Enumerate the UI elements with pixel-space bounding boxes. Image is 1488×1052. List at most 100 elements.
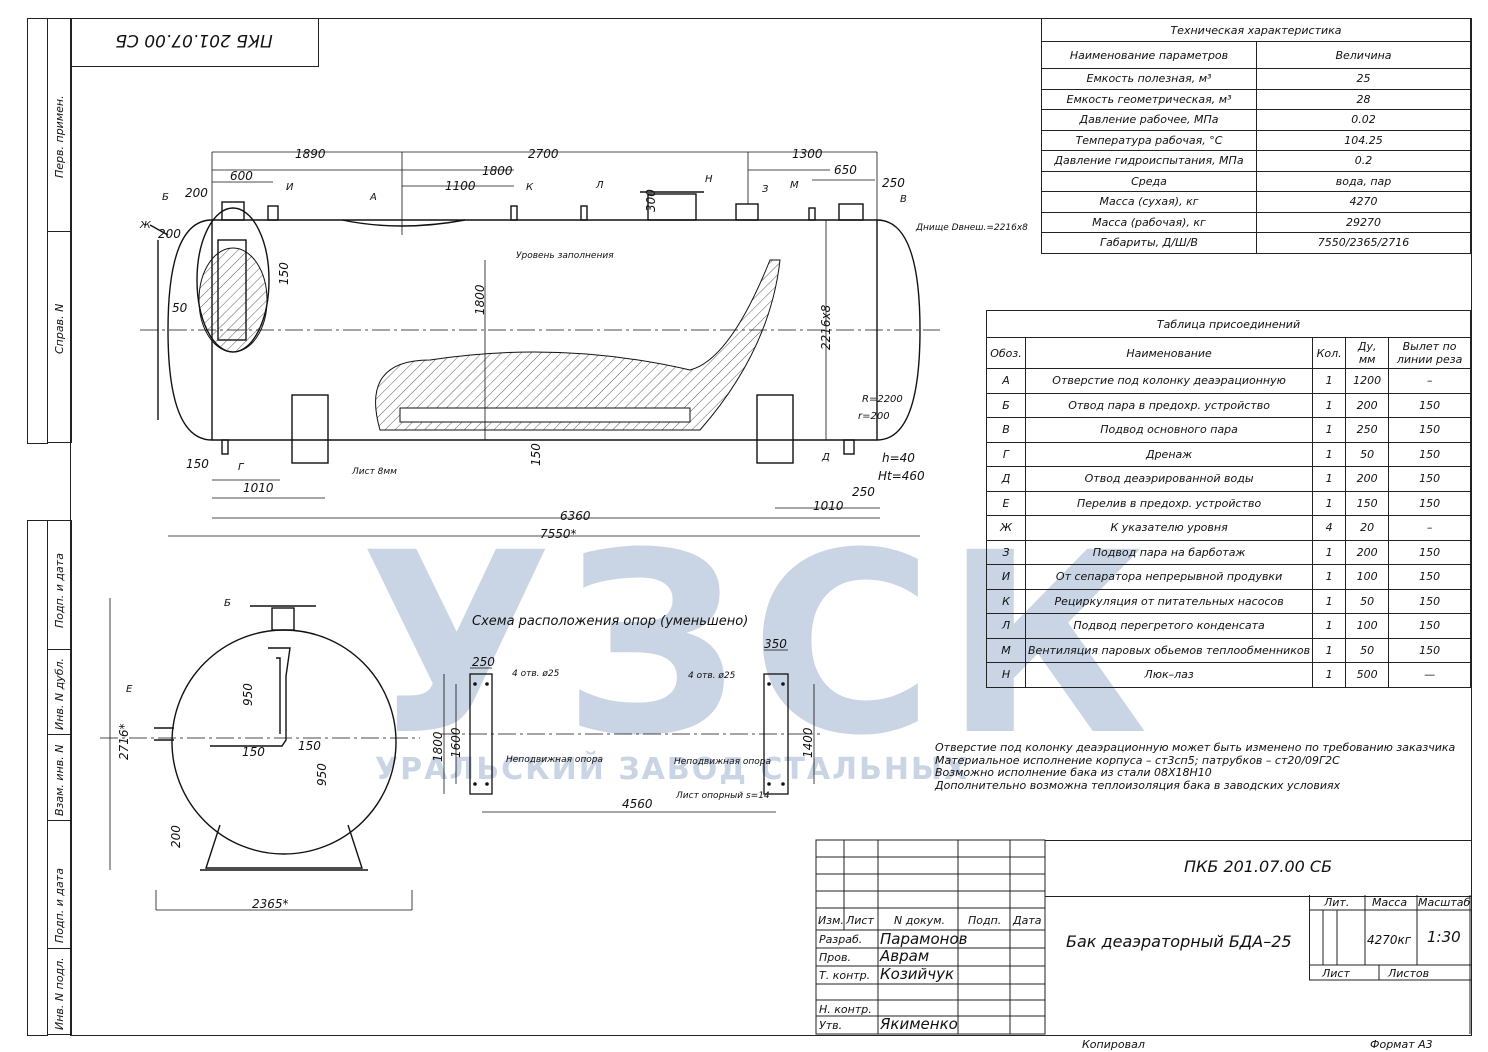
- note: Материальное исполнение корпуса – ст3сп5…: [935, 753, 1340, 767]
- label-Z: З: [762, 184, 769, 195]
- label-G: Г: [238, 462, 245, 473]
- dim-6360: 6360: [560, 509, 591, 523]
- end-dim-200: 200: [169, 825, 183, 848]
- col-data: Дата: [1013, 914, 1042, 927]
- conn-title: Таблица присоединений: [986, 310, 1471, 338]
- end-dim-150-a: 150: [298, 739, 321, 753]
- footer-copied: Копировал: [1082, 1038, 1145, 1051]
- col-podp: Подп.: [968, 914, 1002, 927]
- end-view: Б Е 950 950 150 150 200 2716* 2365*: [100, 598, 420, 911]
- dim-ht: Ht=460: [878, 469, 925, 483]
- label-list8: Лист 8мм: [351, 467, 397, 477]
- dim-2700: 2700: [528, 147, 559, 161]
- end-dim-150-b: 150: [242, 745, 265, 759]
- end-dim-950-b: 950: [315, 763, 329, 786]
- strip-perv: Перв. примен.: [53, 95, 66, 178]
- sup-fixed: Неподвижная опора: [506, 755, 603, 765]
- notes: Отверстие под колонку деаэрационную може…: [935, 741, 1455, 792]
- stamp-mass: Масса: [1372, 896, 1408, 909]
- dim-r2200: R=2200: [862, 394, 903, 405]
- dim-1300: 1300: [792, 147, 823, 161]
- connections-table: Таблица присоединений Обоз. Наименование…: [986, 310, 1471, 688]
- tech-table: Техническая характеристика Наименование …: [1041, 18, 1471, 254]
- dim-1890: 1890: [295, 147, 326, 161]
- dim-2216: 2216х8: [819, 304, 833, 350]
- sup-dim-1600: 1600: [449, 727, 463, 758]
- dim-7550: 7550*: [540, 527, 577, 541]
- col-izm: Изм.: [818, 914, 844, 927]
- tech-header-name: Наименование параметров: [1041, 41, 1257, 69]
- dim-600: 600: [230, 169, 253, 183]
- dim-1010-a: 1010: [243, 481, 274, 495]
- label-Zh: Ж: [139, 220, 152, 231]
- stamp: Изм. Лист N докум. Подп. Дата Разраб. Па…: [815, 839, 1472, 1035]
- sup-dim-1800: 1800: [431, 731, 445, 762]
- dim-1800-top: 1800: [482, 164, 513, 178]
- watermark-text: УРАЛЬСКИЙ ЗАВОД СТАЛЬНЫХ: [375, 752, 970, 787]
- note: Возможно исполнение бака из стали 08Х18Н…: [935, 766, 1212, 779]
- tech-header-value: Величина: [1256, 41, 1471, 69]
- conn-h-obo: Обоз.: [986, 337, 1026, 369]
- stamp-scale-value: 1:30: [1427, 928, 1461, 946]
- conn-h-kol: Кол.: [1312, 337, 1347, 369]
- dim-250-a: 250: [882, 176, 905, 190]
- end-label-E: Е: [126, 684, 133, 695]
- sup-holes-1: 4 отв. ø25: [512, 669, 560, 679]
- stamp-sheets: Листов: [1388, 967, 1430, 980]
- dim-650: 650: [834, 163, 857, 177]
- note: Дополнительно возможна теплоизоляция бак…: [935, 778, 1341, 792]
- dim-150-b: 150: [186, 457, 209, 471]
- conn-h-name: Наименование: [1024, 337, 1314, 369]
- strip-vzam: Взам. инв. N: [53, 745, 66, 816]
- role-utv: Утв.: [819, 1019, 843, 1032]
- footer-format: Формат А3: [1370, 1038, 1433, 1051]
- dim-50: 50: [172, 301, 188, 315]
- dim-300: 300: [644, 189, 658, 212]
- label-D: Д: [821, 452, 830, 463]
- strip-inv-dubl: Инв. N дубл.: [53, 658, 66, 730]
- conn-h-vylet: Вылет по линии реза: [1388, 337, 1471, 369]
- name-tkontr: Козийчук: [880, 965, 955, 983]
- dim-1100: 1100: [445, 179, 476, 193]
- schema-title: Схема расположения опор (уменьшено): [472, 614, 749, 629]
- dim-r200: r=200: [858, 411, 890, 422]
- sup-dim-250: 250: [472, 655, 495, 669]
- sup-dim-4560: 4560: [622, 797, 653, 811]
- role-nkontr: Н. контр.: [819, 1003, 872, 1016]
- label-dnishe: Днище Dвнеш.=2216х8: [915, 223, 1028, 233]
- support-scheme: 250 350 4 отв. ø25 4 отв. ø25 1800 1600 …: [431, 637, 820, 813]
- dim-150-c: 150: [529, 443, 543, 466]
- role-razrab: Разраб.: [819, 933, 863, 946]
- label-L: Л: [595, 180, 604, 191]
- side-view: 1890 2700 1300 600 1800 650 1100 200 200…: [139, 147, 1028, 541]
- dim-1800-v: 1800: [473, 284, 487, 315]
- tech-title: Техническая характеристика: [1041, 18, 1471, 42]
- conn-h-du: Ду, мм: [1345, 337, 1390, 369]
- dim-200-a: 200: [185, 186, 208, 200]
- sup-plate: Лист опорный s=14: [675, 791, 770, 801]
- left-strip-labels: Перв. примен. Справ. N Подп. и дата Инв.…: [53, 95, 66, 1030]
- stamp-lit: Лит.: [1324, 896, 1350, 909]
- strip-inv-podl: Инв. N подл.: [53, 957, 66, 1030]
- mirrored-code: ПКБ 201.07.00 СБ: [115, 30, 273, 50]
